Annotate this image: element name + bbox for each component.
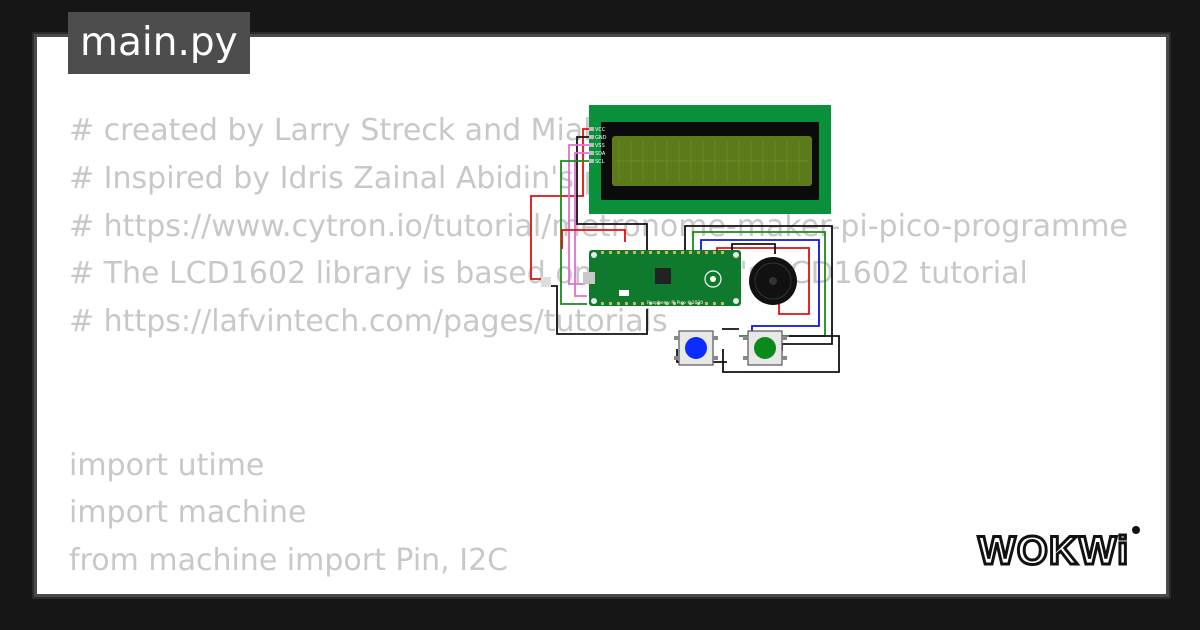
push-button-blue[interactable] <box>674 330 718 366</box>
pico-board-label: Raspberry Pi Pico ©2020 <box>647 299 703 306</box>
circuit-diagram: VCC GND VSS SDA SCL <box>530 105 840 373</box>
buzzer <box>749 257 797 305</box>
code-line: import machine <box>69 495 307 531</box>
code-line: import utime <box>69 447 265 483</box>
code-line: from LCD1602 import LCD <box>69 585 1128 594</box>
wokwi-logo: WOKWi <box>977 526 1140 575</box>
lcd-pin-label: VSS <box>595 143 605 149</box>
wokwi-logo-text: WOKWi <box>978 529 1129 573</box>
lcd-pin-label: SDA <box>595 151 606 157</box>
code-line: from machine import Pin, I2C <box>69 543 509 579</box>
resistor <box>541 277 551 287</box>
push-button-green[interactable] <box>743 330 787 366</box>
lcd-pin-label: GND <box>595 135 607 141</box>
raspberry-pi-pico: Raspberry Pi Pico ©2020 <box>583 250 741 306</box>
lcd-pin-label: VCC <box>595 127 606 133</box>
file-tab[interactable]: main.py <box>68 12 250 74</box>
lcd1602-display: VCC GND VSS SDA SCL <box>589 105 831 214</box>
code-line <box>69 394 1128 442</box>
lcd-pin-label: SCL <box>595 159 605 165</box>
code-line: # https://www.cytron.io/tutorial/metrono… <box>69 208 1128 244</box>
